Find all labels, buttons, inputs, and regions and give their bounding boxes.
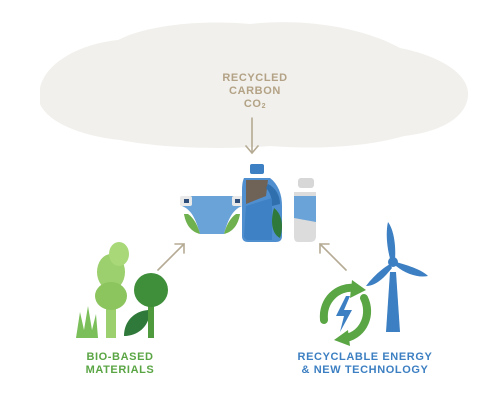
wind-turbine-icon xyxy=(366,222,428,332)
recycle-energy-icon xyxy=(319,280,372,346)
bio-line1: BIO-BASED xyxy=(86,351,154,363)
spray-bottle-icon xyxy=(294,178,316,242)
recycled-carbon-label: RECYCLED CARBON CO2 xyxy=(200,72,310,113)
recyclable-energy-label: RECYCLABLE ENERGY & NEW TECHNOLOGY xyxy=(280,351,450,377)
bio-based-materials-label: BIO-BASED MATERIALS xyxy=(60,351,180,377)
bio-line2: MATERIALS xyxy=(85,364,155,376)
co2-formula: CO2 xyxy=(200,98,310,113)
arrow-energy-to-products xyxy=(319,243,347,271)
arrow-bio-to-products xyxy=(157,243,185,271)
diaper-icon xyxy=(180,196,244,234)
recycled-carbon-line1: RECYCLED xyxy=(222,72,288,84)
arrow-cloud-to-products xyxy=(245,117,259,155)
trees-icon xyxy=(76,242,168,338)
detergent-bottle-icon xyxy=(242,164,282,242)
recycled-carbon-line2: CARBON xyxy=(229,85,281,97)
cloud-shape xyxy=(40,22,469,149)
co-text: CO xyxy=(243,98,262,110)
co2-subscript: 2 xyxy=(261,103,267,110)
energy-line1: RECYCLABLE ENERGY xyxy=(297,351,433,363)
energy-line2: & NEW TECHNOLOGY xyxy=(301,364,429,376)
